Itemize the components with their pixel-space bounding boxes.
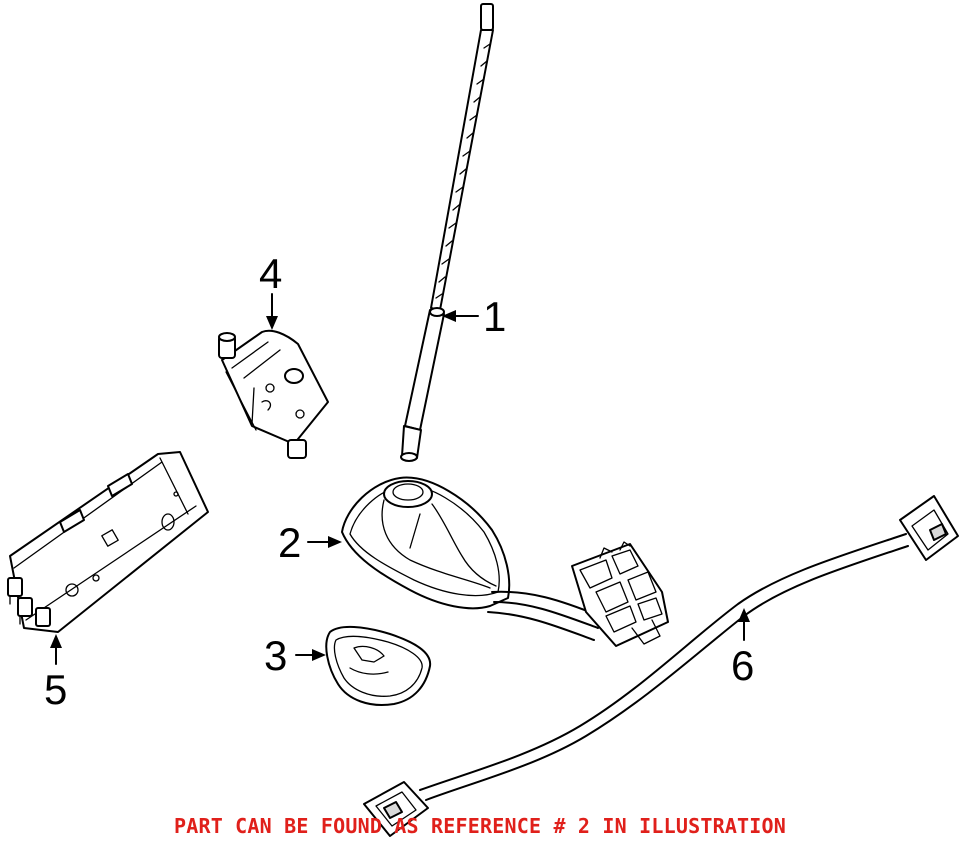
leader-1: [442, 310, 479, 322]
reference-note: PART CAN BE FOUND AS REFERENCE # 2 IN IL…: [173, 814, 787, 838]
part-3-gasket[interactable]: [325, 625, 432, 706]
leader-4: [266, 293, 278, 330]
leader-2: [307, 536, 342, 548]
leader-6: [738, 608, 750, 641]
leader-5: [50, 634, 62, 665]
callout-4: 4: [259, 250, 282, 297]
callout-5: 5: [44, 666, 67, 713]
callout-3: 3: [264, 632, 287, 679]
callout-2: 2: [278, 519, 301, 566]
leader-3: [295, 649, 326, 661]
callout-6: 6: [731, 642, 754, 689]
part-2-antenna-base[interactable]: [341, 476, 669, 647]
part-1-antenna-mast[interactable]: [400, 3, 494, 462]
part-5-tuner-module[interactable]: [7, 451, 209, 633]
callout-1: 1: [483, 293, 506, 340]
part-4-amplifier[interactable]: [218, 329, 329, 459]
part-6-antenna-cable[interactable]: [363, 495, 959, 837]
